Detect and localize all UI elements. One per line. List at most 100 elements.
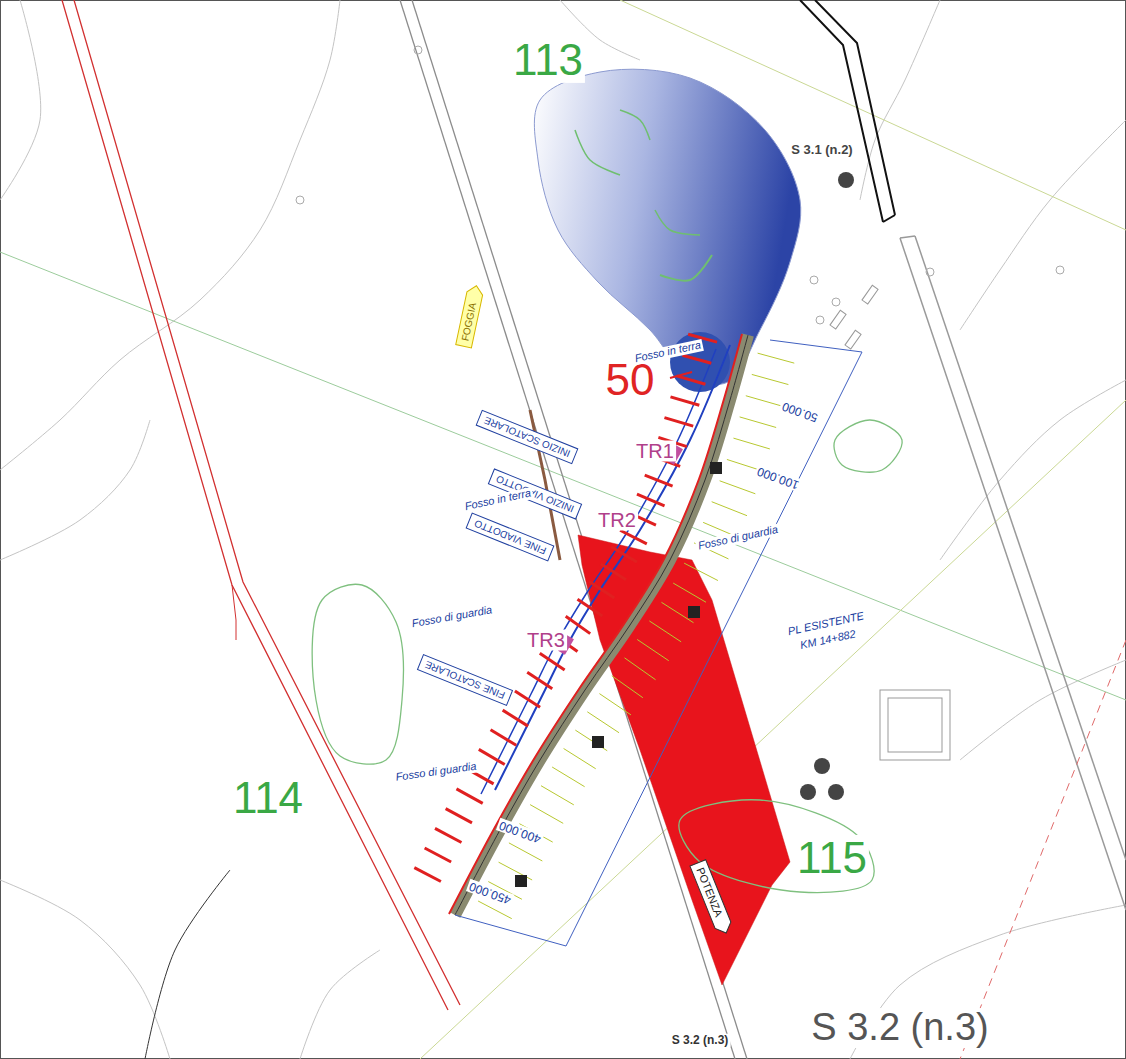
section-marker-box: FINE VIADOTTO xyxy=(466,512,555,561)
section-tick xyxy=(503,710,528,726)
tank-square xyxy=(888,698,942,752)
section-tick xyxy=(599,694,630,715)
section-tick xyxy=(645,475,673,486)
section-tick xyxy=(564,748,596,768)
section-tick xyxy=(712,502,747,516)
ditch-label: Fosso di guardia xyxy=(393,760,479,783)
callout-number: 50 xyxy=(604,357,657,403)
section-tick xyxy=(637,494,665,506)
contour-line xyxy=(0,0,340,470)
box-shape xyxy=(466,513,554,561)
section-marker-box: FINE SCATOLARE xyxy=(417,654,513,706)
section-tick xyxy=(479,749,505,764)
area-number: 115 xyxy=(795,835,869,881)
tree-symbol xyxy=(296,196,304,204)
contour-line xyxy=(960,120,1126,330)
section-tick xyxy=(611,547,637,562)
section-tick xyxy=(541,786,574,805)
borehole-name: S 3.1 (n.2) xyxy=(789,143,854,157)
chainage-number: 450.000 xyxy=(466,879,515,907)
section-tick xyxy=(575,730,607,751)
contour-line xyxy=(0,420,150,560)
area-number: 113 xyxy=(511,37,585,83)
section-tick xyxy=(637,639,669,660)
road-alignment xyxy=(455,335,748,915)
arrow-shape xyxy=(456,284,485,348)
contour-line xyxy=(940,380,1126,560)
flood-area xyxy=(534,69,800,385)
road-centerline xyxy=(455,335,748,915)
road-edge xyxy=(915,236,1126,860)
section-tick xyxy=(664,418,693,427)
tank-square xyxy=(880,690,950,760)
section-tick xyxy=(540,653,565,670)
borehole-name: S 3.2 (n.3) xyxy=(809,1008,990,1048)
contour-line xyxy=(0,880,170,1059)
chainage-number: 50.000 xyxy=(779,399,822,425)
contour-line xyxy=(655,210,700,235)
section-tick xyxy=(677,376,706,384)
section-tick xyxy=(425,848,452,862)
contour-line xyxy=(620,110,650,140)
section-tick xyxy=(601,564,626,580)
tree-symbol xyxy=(816,316,824,324)
tree-symbol xyxy=(1056,266,1064,274)
box-shape xyxy=(476,410,577,463)
road-edge xyxy=(883,215,895,222)
section-tick xyxy=(435,828,461,842)
road-edge xyxy=(815,0,895,215)
section-marker-box: INIZIO SCATOLARE xyxy=(476,410,579,465)
section-tick xyxy=(671,397,700,405)
building-outline xyxy=(845,330,861,349)
section-tick xyxy=(625,658,656,680)
borehole-dot xyxy=(838,172,854,188)
road-edge xyxy=(900,236,915,238)
ditch-label: Fosso in terra xyxy=(462,487,534,513)
section-tick xyxy=(649,621,681,642)
borehole-name: S 3.2 (n.3) xyxy=(670,1034,731,1047)
road-edge xyxy=(232,585,236,640)
tree-symbol xyxy=(926,268,934,276)
node-text: FINE SCATOLARE xyxy=(424,659,507,701)
section-tick xyxy=(515,691,540,707)
building-outline xyxy=(830,310,846,329)
section-tick xyxy=(446,809,472,823)
borehole-dot xyxy=(828,784,844,800)
road-edge xyxy=(900,238,1126,910)
section-tick xyxy=(612,676,643,698)
building-outline xyxy=(862,285,878,304)
section-tick xyxy=(589,581,614,597)
section-tick xyxy=(577,599,602,616)
section-tick xyxy=(720,481,756,494)
photo-icon xyxy=(688,606,700,618)
track-line xyxy=(145,870,230,1059)
contour-line xyxy=(575,130,620,175)
section-tick xyxy=(587,712,619,733)
section-tick xyxy=(566,616,591,633)
section-tick xyxy=(491,730,517,746)
tree-symbol xyxy=(832,298,840,306)
green-area xyxy=(834,420,902,472)
tree-symbol xyxy=(414,46,422,54)
section-tick xyxy=(620,530,647,544)
contour-line xyxy=(960,660,1126,760)
section-tick xyxy=(552,767,584,787)
section-tick xyxy=(752,374,789,384)
section-tick xyxy=(733,438,769,449)
section-tick xyxy=(530,805,563,824)
leader-line xyxy=(670,372,692,378)
road-edge xyxy=(800,0,883,222)
area-number: 114 xyxy=(231,775,305,821)
green-area xyxy=(312,584,403,764)
box-shape xyxy=(417,655,512,706)
road-edge xyxy=(62,0,448,1010)
contour-line xyxy=(0,0,41,200)
section-tick xyxy=(684,563,718,580)
borehole-dot xyxy=(814,758,830,774)
photo-icon xyxy=(710,462,722,474)
node-text: FINE VIADOTTO xyxy=(472,517,548,556)
section-name: TR1 xyxy=(634,441,676,462)
section-tick xyxy=(527,672,552,689)
